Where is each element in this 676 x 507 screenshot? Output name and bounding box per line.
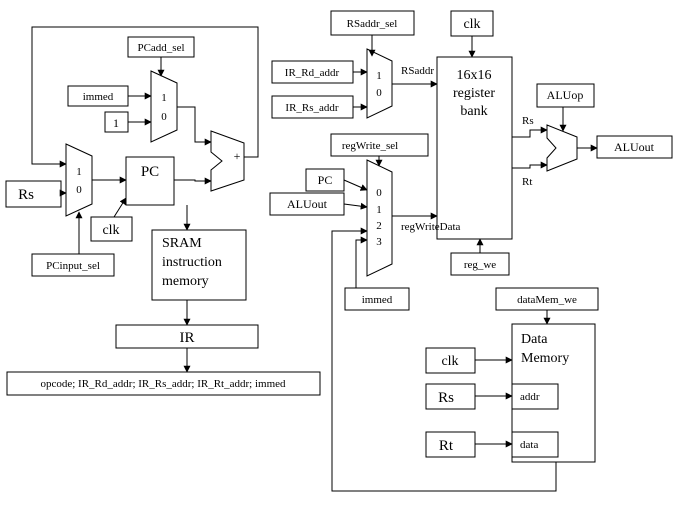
regwrite-mux-in1: 1: [376, 204, 382, 216]
rsaddr-sel-box: RSaddr_sel: [330, 10, 415, 36]
regwrite-mux-in3: 3: [376, 236, 382, 248]
aluout-box-right: ALUout: [596, 135, 673, 159]
ir-fields-box: opcode; IR_Rd_addr; IR_Rs_addr; IR_Rt_ad…: [6, 371, 321, 396]
sram-label-line2: instruction: [162, 255, 222, 270]
immed-box-right: immed: [344, 287, 410, 311]
pcinput-sel-box: PCinput_sel: [31, 253, 115, 277]
sram-instruction-memory: SRAM instruction memory: [151, 229, 247, 301]
clk-label-mem: clk: [441, 354, 458, 369]
clk-label-reg: clk: [463, 17, 480, 32]
regwrite-mux: 0 1 2 3: [366, 159, 393, 277]
regbank-label-line1: 16x16: [457, 68, 492, 83]
pc-label: PC: [141, 164, 159, 180]
aluout-input-label: ALUout: [287, 197, 328, 211]
left-wires: [31, 26, 259, 373]
ir-rs-addr-label: IR_Rs_addr: [285, 102, 339, 114]
aluop-label: ALUop: [547, 88, 584, 102]
rsaddr-mux-in1: 1: [376, 70, 382, 82]
instruction-register: IR: [115, 324, 259, 349]
rsaddr-sel-label: RSaddr_sel: [347, 18, 398, 30]
rsaddr-wire-label: RSaddr: [401, 65, 434, 77]
sram-label-line1: SRAM: [162, 236, 202, 251]
data-label: data: [520, 439, 538, 451]
pcinput-mux-in1: 1: [76, 166, 82, 178]
regbank-label-line2: register: [453, 86, 495, 101]
rs-output-label: Rs: [522, 115, 534, 127]
ir-rs-addr-box: IR_Rs_addr: [271, 95, 354, 119]
pcadd-sel-box: PCadd_sel: [127, 36, 195, 58]
rs-label-mem: Rs: [438, 390, 454, 406]
pcinput-mux-in0: 0: [76, 184, 82, 196]
aluout-input-box: ALUout: [269, 192, 345, 216]
rs-box-mem: Rs: [425, 383, 476, 410]
pcadd-mux-in0: 0: [161, 111, 167, 123]
regwrite-mux-in0: 0: [376, 187, 382, 199]
sram-label-line3: memory: [162, 274, 209, 289]
clk-box-reg: clk: [450, 10, 494, 37]
alu: [546, 124, 578, 172]
regwrite-sel-label: regWrite_sel: [342, 140, 398, 152]
pcadd-mux-in1: 1: [161, 92, 167, 104]
pc-input-label: PC: [318, 173, 333, 187]
regwrite-sel-box: regWrite_sel: [330, 133, 429, 157]
addr-label: addr: [520, 391, 540, 403]
right-wires: [331, 35, 598, 492]
pcadd-sel-label: PCadd_sel: [137, 42, 184, 54]
register-bank: 16x16 register bank: [436, 56, 513, 240]
rt-output-label: Rt: [522, 176, 532, 188]
regbank-label-line3: bank: [460, 104, 487, 119]
reg-we-box: reg_we: [450, 252, 510, 276]
data-field: data: [511, 431, 559, 458]
addr-field: addr: [511, 383, 559, 410]
clk-box-mem: clk: [425, 347, 476, 374]
rsaddr-mux: 1 0: [366, 48, 393, 119]
datamem-we-box: dataMem_we: [495, 287, 599, 311]
pcadd-mux: 1 0: [150, 70, 178, 143]
aluout-label-right: ALUout: [614, 140, 655, 154]
constant-one-label: 1: [113, 116, 119, 130]
ir-label: IR: [180, 330, 195, 346]
pc-adder: +: [210, 130, 245, 192]
datamem-we-label: dataMem_we: [517, 294, 577, 306]
rt-label-mem: Rt: [439, 438, 454, 454]
rt-box-mem: Rt: [425, 431, 476, 458]
constant-one-box: 1: [104, 111, 129, 133]
ir-rd-addr-box: IR_Rd_addr: [271, 60, 354, 84]
immed-box-left: immed: [67, 85, 129, 107]
ir-fields-label: opcode; IR_Rd_addr; IR_Rs_addr; IR_Rt_ad…: [40, 378, 286, 390]
adder-plus-sign: +: [234, 149, 241, 163]
regwritedata-label: regWriteData: [401, 221, 461, 233]
pcinput-mux: 1 0: [65, 143, 93, 217]
pc-input-box: PC: [305, 168, 345, 192]
aluop-box: ALUop: [536, 83, 595, 108]
ir-rd-addr-label: IR_Rd_addr: [285, 67, 340, 79]
pc-register: PC: [125, 156, 175, 206]
clk-box-pc: clk: [90, 216, 133, 242]
datamem-label-line2: Memory: [521, 351, 569, 366]
immed-label-right: immed: [362, 294, 393, 306]
pcinput-sel-label: PCinput_sel: [46, 260, 100, 272]
clk-label-pc: clk: [102, 223, 119, 238]
rsaddr-mux-in0: 0: [376, 87, 382, 99]
rs-box-left: Rs: [5, 180, 62, 208]
immed-label-left: immed: [83, 91, 114, 103]
reg-we-label: reg_we: [464, 259, 496, 271]
rs-label-left: Rs: [18, 187, 34, 203]
datamem-label-line1: Data: [521, 332, 548, 347]
regwrite-mux-in2: 2: [376, 220, 382, 232]
